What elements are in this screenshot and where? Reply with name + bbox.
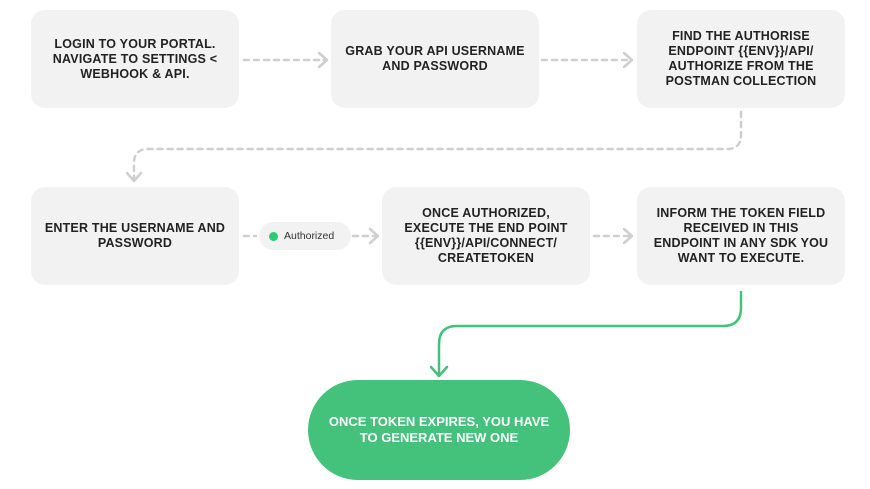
step-inform-token: INFORM THE TOKEN FIELD RECEIVED IN THIS … <box>637 187 845 285</box>
arrowhead-step3 <box>622 51 634 69</box>
step5-line1: ONCE AUTHORIZED, <box>422 206 550 220</box>
arrow-step6-final <box>437 290 743 377</box>
authorized-badge: Authorized <box>259 222 351 250</box>
step3-line2b: {{ENV}}/API/ <box>738 44 814 58</box>
step3-line1: FIND THE AUTHORISE <box>672 29 810 43</box>
step5-line3: {{ENV}}/API/CONNECT/ <box>414 236 558 250</box>
step3-line4: POSTMAN COLLECTION <box>665 74 817 88</box>
arrowhead-step4 <box>125 171 143 183</box>
arrowhead-step5 <box>368 227 380 245</box>
step2-line2: AND PASSWORD <box>382 59 488 73</box>
step3-line3b: FROM THE <box>743 59 814 73</box>
step6-line2: RECEIVED IN THIS <box>683 221 799 235</box>
step3-line2a: ENDPOINT <box>668 44 739 58</box>
step2-line1: GRAB YOUR API USERNAME <box>345 44 525 58</box>
arrowhead-final <box>429 365 449 378</box>
step1-line3: WEBHOOK & API. <box>80 66 190 81</box>
step1-line2b: SETTINGS < <box>141 51 218 66</box>
step3-line3a: AUTHORIZE <box>668 59 744 73</box>
final-step-token-expiry: ONCE TOKEN EXPIRES, YOU HAVE TO GENERATE… <box>308 380 570 480</box>
step4-line1: ENTER THE USERNAME AND <box>44 221 226 235</box>
arrow-step3-step4 <box>132 110 743 180</box>
step-login-portal: LOGIN TO YOUR PORTAL. NAVIGATE TO SETTIN… <box>31 10 239 108</box>
arrowhead-step2 <box>317 51 329 69</box>
step-enter-credentials: ENTER THE USERNAME AND PASSWORD <box>31 187 239 285</box>
step6-line4: WANT TO EXECUTE. <box>677 251 805 265</box>
step5-line2: EXECUTE THE END POINT <box>404 221 568 235</box>
step-grab-credentials: GRAB YOUR API USERNAME AND PASSWORD <box>331 10 539 108</box>
step1-line2a: NAVIGATE TO <box>52 51 142 66</box>
arrowhead-step6 <box>622 227 634 245</box>
step4-line2: PASSWORD <box>97 236 173 250</box>
step-find-authorise-endpoint: FIND THE AUTHORISE ENDPOINT {{ENV}}/API/… <box>637 10 845 108</box>
final-line2: TO GENERATE NEW ONE <box>359 430 519 445</box>
authorized-badge-label: Authorized <box>284 230 335 242</box>
step-create-token: ONCE AUTHORIZED, EXECUTE THE END POINT {… <box>382 187 590 285</box>
step5-line4: CREATETOKEN <box>437 251 535 265</box>
status-dot-icon <box>269 231 278 241</box>
final-line1: ONCE TOKEN EXPIRES, YOU HAVE <box>328 414 550 429</box>
step1-line1: LOGIN TO YOUR PORTAL. <box>54 36 216 51</box>
step6-line1: INFORM THE TOKEN FIELD <box>656 206 826 220</box>
step6-line3: ENDPOINT IN ANY SDK YOU <box>653 236 829 250</box>
